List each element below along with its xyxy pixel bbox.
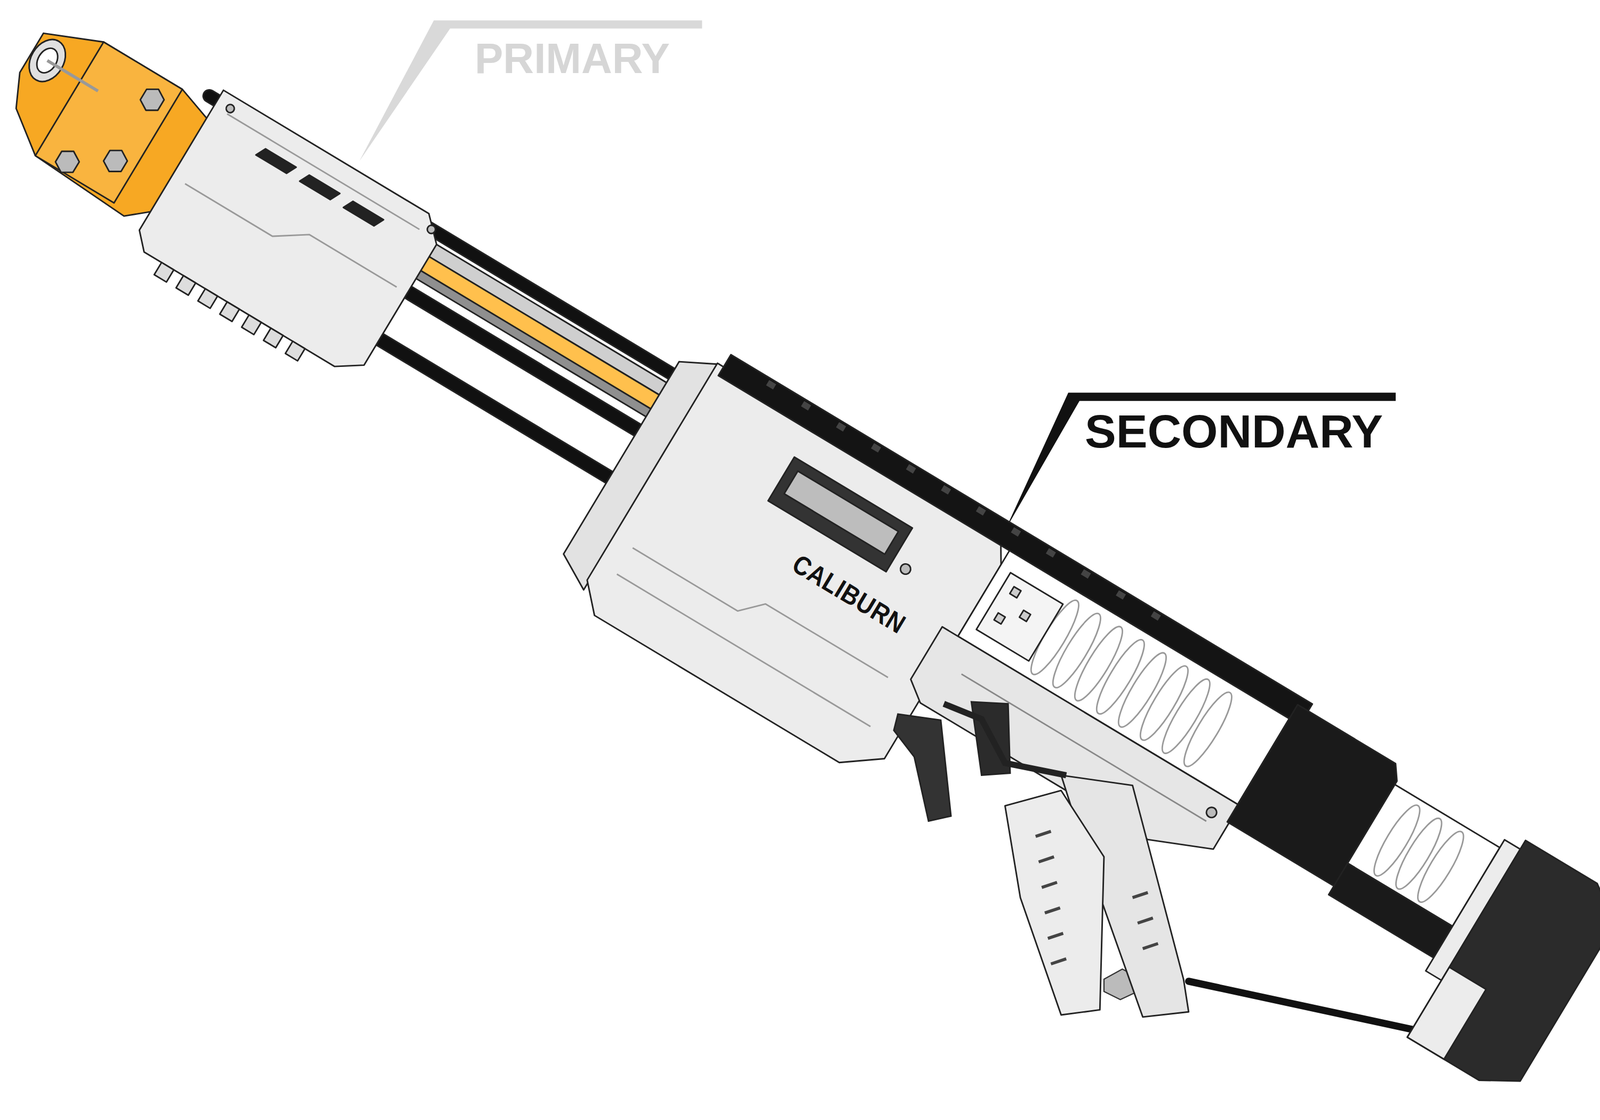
blaster-body-part-part bbox=[176, 275, 196, 296]
blaster-body-part-part bbox=[1067, 621, 1130, 706]
blaster-body-part-part bbox=[1150, 611, 1162, 621]
blaster-body-part bbox=[52, 146, 83, 178]
blaster-body-part-part bbox=[940, 485, 951, 495]
grip-part bbox=[1004, 790, 1104, 1015]
grip-part-part bbox=[1035, 831, 1052, 837]
trigger-part bbox=[944, 704, 1067, 776]
blaster-body-part bbox=[256, 146, 296, 176]
blaster-body-part-part bbox=[219, 301, 240, 322]
blaster-body-part bbox=[976, 572, 1063, 662]
blaster-body-part bbox=[35, 42, 183, 204]
blaster-body-part bbox=[100, 145, 131, 177]
blaster-body-part-part bbox=[1009, 586, 1021, 598]
blaster-body-part bbox=[131, 90, 449, 380]
blaster-body-part bbox=[632, 530, 888, 696]
grip-part-part bbox=[1044, 907, 1061, 914]
blaster-body-part bbox=[299, 172, 340, 203]
blaster-body-part bbox=[784, 470, 899, 555]
grip bbox=[1004, 775, 1189, 1018]
grip-part-part bbox=[1050, 958, 1067, 965]
blaster-body-part-part bbox=[1089, 634, 1152, 719]
blaster-body-part-part bbox=[836, 421, 847, 432]
callout-label: PRIMARY bbox=[474, 37, 670, 80]
blaster-body-part-part bbox=[197, 288, 218, 309]
blaster-body-part bbox=[137, 84, 167, 116]
primary-leader bbox=[359, 20, 703, 162]
blaster-body-part bbox=[898, 562, 913, 576]
grip-part-part bbox=[1142, 943, 1159, 949]
grip-part-part bbox=[1048, 933, 1064, 939]
blaster-body-part-part bbox=[1045, 548, 1056, 558]
blaster-body-part-part bbox=[870, 443, 882, 453]
grip-part-part bbox=[1041, 882, 1058, 888]
blaster-body-part-part bbox=[1081, 569, 1092, 579]
blaster-body-part-part bbox=[1019, 610, 1031, 622]
blaster-body-part bbox=[425, 224, 437, 236]
blaster-body-part bbox=[154, 262, 306, 361]
blaster-body-part-part bbox=[1010, 526, 1021, 537]
grip-part-part bbox=[1132, 892, 1148, 898]
blaster-body-part-part bbox=[263, 328, 284, 348]
grip-part-part bbox=[1038, 857, 1055, 863]
trigger-part bbox=[893, 714, 951, 822]
secondary-leader bbox=[1004, 392, 1396, 531]
blaster-body-part-part bbox=[1155, 674, 1218, 758]
blaster-body-part-part bbox=[1410, 826, 1471, 908]
blaster-body-part bbox=[1204, 805, 1219, 820]
trigger bbox=[893, 701, 1067, 822]
blaster-body-part-part bbox=[994, 612, 1006, 624]
blaster-body-part bbox=[185, 166, 397, 305]
blaster-body-part bbox=[1407, 967, 1487, 1060]
grip-part bbox=[1035, 831, 1159, 965]
blaster-body-part-part bbox=[1111, 648, 1174, 732]
blaster-body-part-part bbox=[241, 315, 262, 335]
callout-label: SECONDARY bbox=[1084, 408, 1383, 455]
blaster-body-part bbox=[47, 60, 99, 91]
blaster-body-part-part bbox=[285, 341, 306, 362]
blaster-body-part-part bbox=[1115, 590, 1126, 600]
blaster-body-part-part bbox=[1133, 661, 1196, 746]
blaster-body-part-part bbox=[765, 380, 776, 390]
blaster-body-part-part bbox=[976, 506, 987, 516]
blaster-body-part-part bbox=[1045, 608, 1108, 693]
grip-part-part bbox=[1137, 917, 1154, 924]
blaster-body-part bbox=[994, 586, 1039, 635]
blaster-body-part bbox=[224, 102, 236, 115]
blaster-body-part bbox=[227, 113, 420, 230]
blaster-body-part-part bbox=[801, 401, 812, 411]
blaster-body-part-part bbox=[154, 262, 174, 283]
blaster-body-part bbox=[1328, 863, 1453, 958]
blaster-body-part bbox=[343, 198, 384, 229]
blaster-body-part-part bbox=[1177, 687, 1239, 772]
blaster-body-part bbox=[1407, 840, 1600, 1099]
blaster-body-part-part bbox=[906, 464, 917, 474]
blaster-body-part-part bbox=[1388, 813, 1449, 894]
blaster-body-part-part bbox=[1366, 800, 1427, 882]
